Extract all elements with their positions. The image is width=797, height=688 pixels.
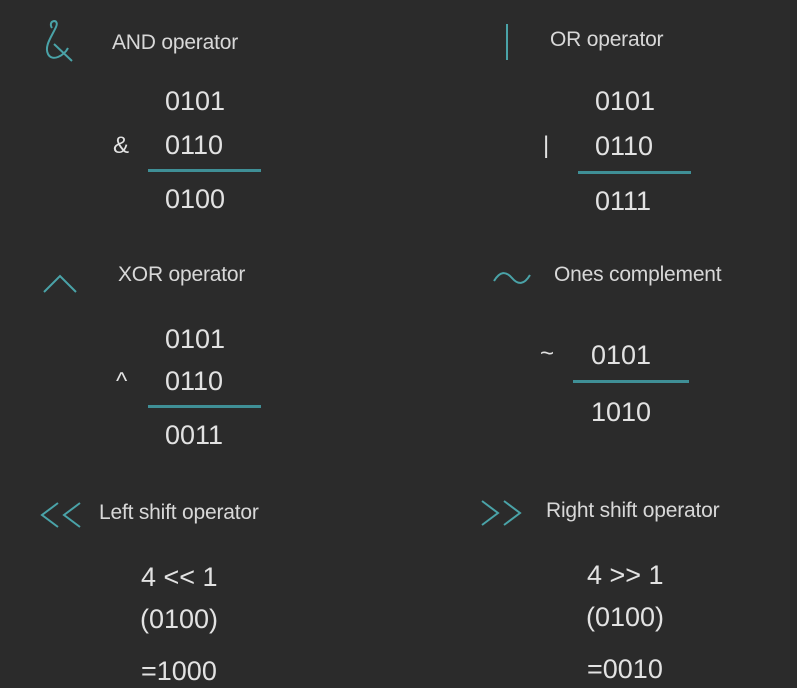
or-operand-b: 0110 xyxy=(595,131,654,161)
or-divider xyxy=(578,171,691,174)
not-result: 1010 xyxy=(591,397,652,427)
caret-icon xyxy=(43,274,77,293)
xor-operator-symbol: ^ xyxy=(116,368,128,395)
and-operand-a: 0101 xyxy=(165,86,226,116)
xor-operand-a: 0101 xyxy=(165,324,226,354)
xor-title: XOR operator xyxy=(118,263,246,286)
lshift-title: Left shift operator xyxy=(99,501,259,524)
lshift-result: =1000 xyxy=(141,656,217,686)
xor-divider xyxy=(148,405,261,408)
and-divider xyxy=(148,169,261,172)
double-chevron-left-icon xyxy=(40,502,81,528)
or-result: 0111 xyxy=(595,186,652,216)
rshift-binary: (0100) xyxy=(586,602,665,632)
or-operator-symbol: | xyxy=(543,132,550,159)
rshift-title: Right shift operator xyxy=(546,499,720,522)
not-operand: 0101 xyxy=(591,340,652,370)
and-title: AND operator xyxy=(112,31,238,54)
not-title: Ones complement xyxy=(554,263,722,286)
and-result: 0100 xyxy=(165,184,226,214)
not-operator-symbol: ~ xyxy=(540,340,555,367)
tilde-icon xyxy=(493,272,531,284)
or-operand-a: 0101 xyxy=(595,86,656,116)
double-chevron-right-icon xyxy=(481,500,522,526)
xor-result: 0011 xyxy=(165,420,224,450)
lshift-expression: 4 << 1 xyxy=(141,562,218,592)
and-operand-b: 0110 xyxy=(165,130,224,160)
xor-operand-b: 0110 xyxy=(165,366,224,396)
and-operator-symbol: & xyxy=(113,132,130,159)
rshift-result: =0010 xyxy=(587,654,663,684)
ampersand-icon xyxy=(46,20,73,62)
lshift-binary: (0100) xyxy=(140,604,219,634)
rshift-expression: 4 >> 1 xyxy=(587,560,664,590)
or-title: OR operator xyxy=(550,28,664,51)
not-divider xyxy=(573,380,689,383)
pipe-icon xyxy=(506,24,508,60)
